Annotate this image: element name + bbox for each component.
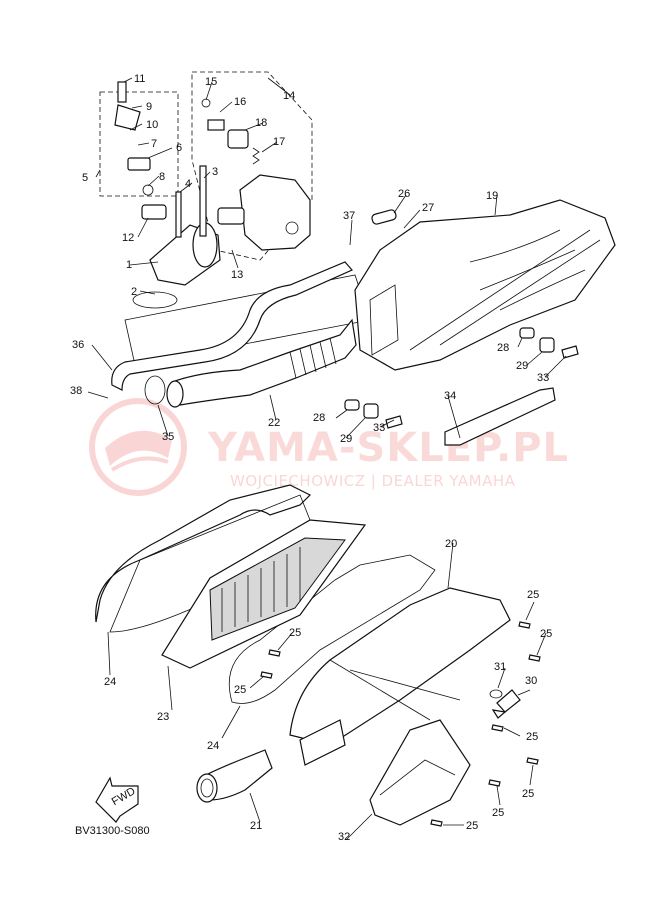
callout: 6 xyxy=(176,142,182,154)
callout: 25 xyxy=(492,807,504,819)
intake-joint xyxy=(132,222,221,309)
callout: 24 xyxy=(207,740,219,752)
callout: 34 xyxy=(444,390,456,402)
callout: 31 xyxy=(494,661,506,673)
callout: 36 xyxy=(72,339,84,351)
callout: 33 xyxy=(537,372,549,384)
callout: 25 xyxy=(522,788,534,800)
case-hardware xyxy=(344,209,579,429)
screws xyxy=(260,621,541,827)
callout: 30 xyxy=(525,675,537,687)
callout: 37 xyxy=(343,210,355,222)
callout: 23 xyxy=(157,711,169,723)
callout: 3 xyxy=(212,166,218,178)
callout: 9 xyxy=(146,101,152,113)
gasket-lower xyxy=(228,554,436,704)
callout: 29 xyxy=(340,433,352,445)
callout: 28 xyxy=(313,412,325,424)
callout: 25 xyxy=(526,731,538,743)
callout: 32 xyxy=(338,831,350,843)
callout: 14 xyxy=(283,90,295,102)
callout: 19 xyxy=(486,190,498,202)
drain-plug xyxy=(489,689,521,719)
diagram-code: BV31300-S080 xyxy=(75,825,150,837)
callout: 12 xyxy=(122,232,134,244)
air-filter-cap xyxy=(289,587,511,766)
callout: 5 xyxy=(82,172,88,184)
callout: 1 xyxy=(126,259,132,271)
side-duct xyxy=(444,387,556,446)
callout: 27 xyxy=(422,202,434,214)
throttle-body xyxy=(217,174,311,251)
callout: 7 xyxy=(151,138,157,150)
callout: 21 xyxy=(250,820,262,832)
callout: 10 xyxy=(146,119,158,131)
leader-lines xyxy=(87,77,567,841)
breather-hose xyxy=(111,261,353,391)
callout: 22 xyxy=(268,417,280,429)
callout: 25 xyxy=(527,589,539,601)
callout: 13 xyxy=(231,269,243,281)
filter-element xyxy=(161,519,367,669)
callout: 20 xyxy=(445,538,457,550)
intake-funnel xyxy=(196,749,273,803)
callout: 2 xyxy=(131,286,137,298)
air-intake-duct xyxy=(144,318,357,408)
watermark-tagline: WOJCIECHOWICZ | DEALER YAMAHA xyxy=(230,472,516,490)
callout: 8 xyxy=(159,171,165,183)
callout: 33 xyxy=(373,422,385,434)
side-cover xyxy=(369,719,471,826)
callout: 25 xyxy=(234,684,246,696)
callout-labels: 1 2 3 4 5 6 7 8 9 10 11 12 13 14 15 16 1… xyxy=(70,73,552,843)
callout: 11 xyxy=(134,73,145,85)
callout: 26 xyxy=(398,188,410,200)
callout: 18 xyxy=(255,117,267,129)
injector-parts xyxy=(114,81,260,238)
air-filter-case xyxy=(354,199,616,371)
callout: 35 xyxy=(162,431,174,443)
callout: 4 xyxy=(185,178,191,190)
fwd-arrow-icon: FWD xyxy=(95,776,139,823)
callout: 38 xyxy=(70,385,82,397)
watermark-brand: YAMA-SKLEP.PL xyxy=(207,425,569,471)
callout: 16 xyxy=(234,96,246,108)
callout: 29 xyxy=(516,360,528,372)
watermark-logo-icon xyxy=(89,398,187,496)
callout: 28 xyxy=(497,342,509,354)
callout: 17 xyxy=(273,136,285,148)
callout: 25 xyxy=(540,628,552,640)
watermark: YAMA-SKLEP.PL WOJCIECHOWICZ | DEALER YAM… xyxy=(89,398,569,496)
callout: 25 xyxy=(466,820,478,832)
callout: 15 xyxy=(205,76,217,88)
callout: 24 xyxy=(104,676,116,688)
callout: 25 xyxy=(289,627,301,639)
